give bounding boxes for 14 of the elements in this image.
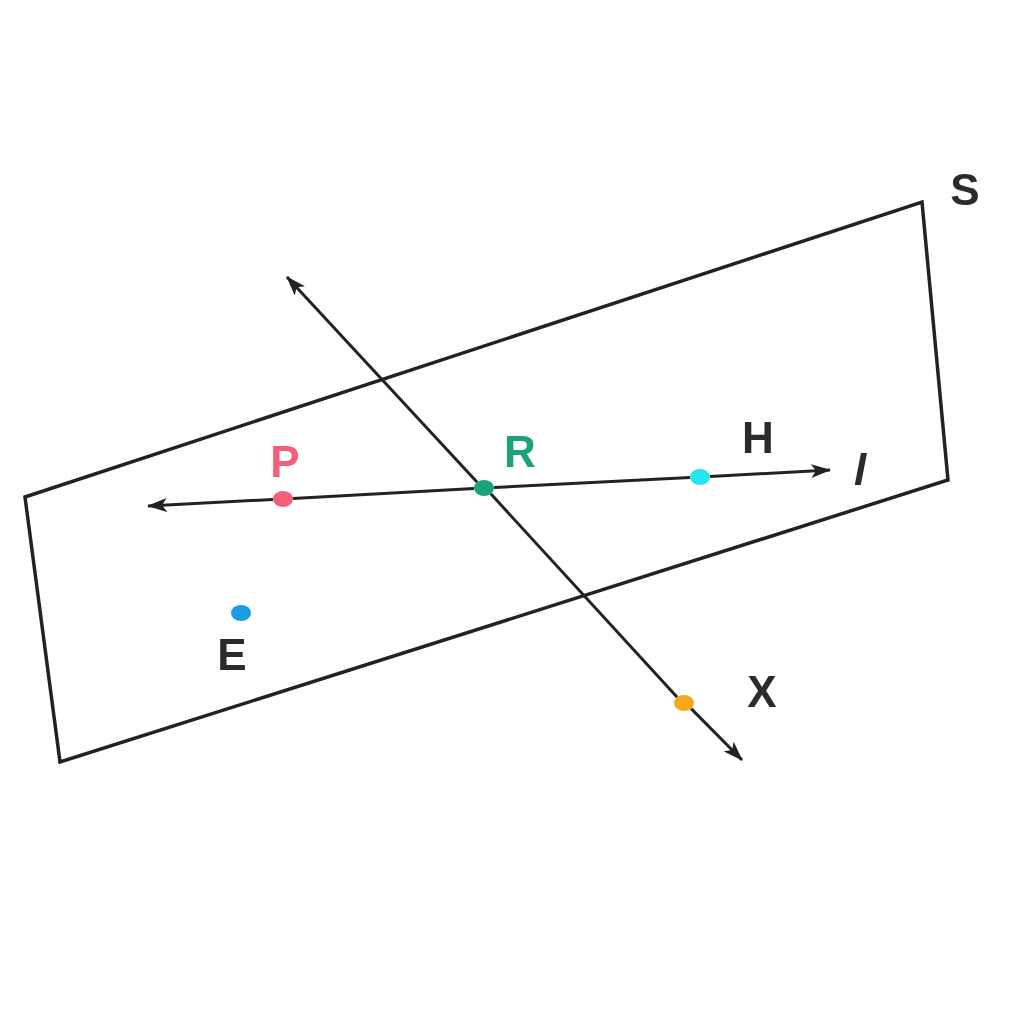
point-label: X — [747, 670, 777, 714]
line-segment — [493, 475, 691, 490]
arrow — [147, 497, 274, 512]
line-segment — [489, 492, 679, 699]
point-label: P — [270, 440, 300, 484]
arrow — [709, 464, 831, 479]
point-label: H — [742, 416, 774, 460]
point-label: E — [217, 633, 247, 677]
arrow — [690, 707, 744, 762]
point-label: R — [504, 430, 536, 474]
arrow — [285, 276, 479, 484]
line-segment — [292, 486, 475, 501]
plane-label: S — [950, 168, 980, 212]
line-label: l — [853, 448, 867, 492]
